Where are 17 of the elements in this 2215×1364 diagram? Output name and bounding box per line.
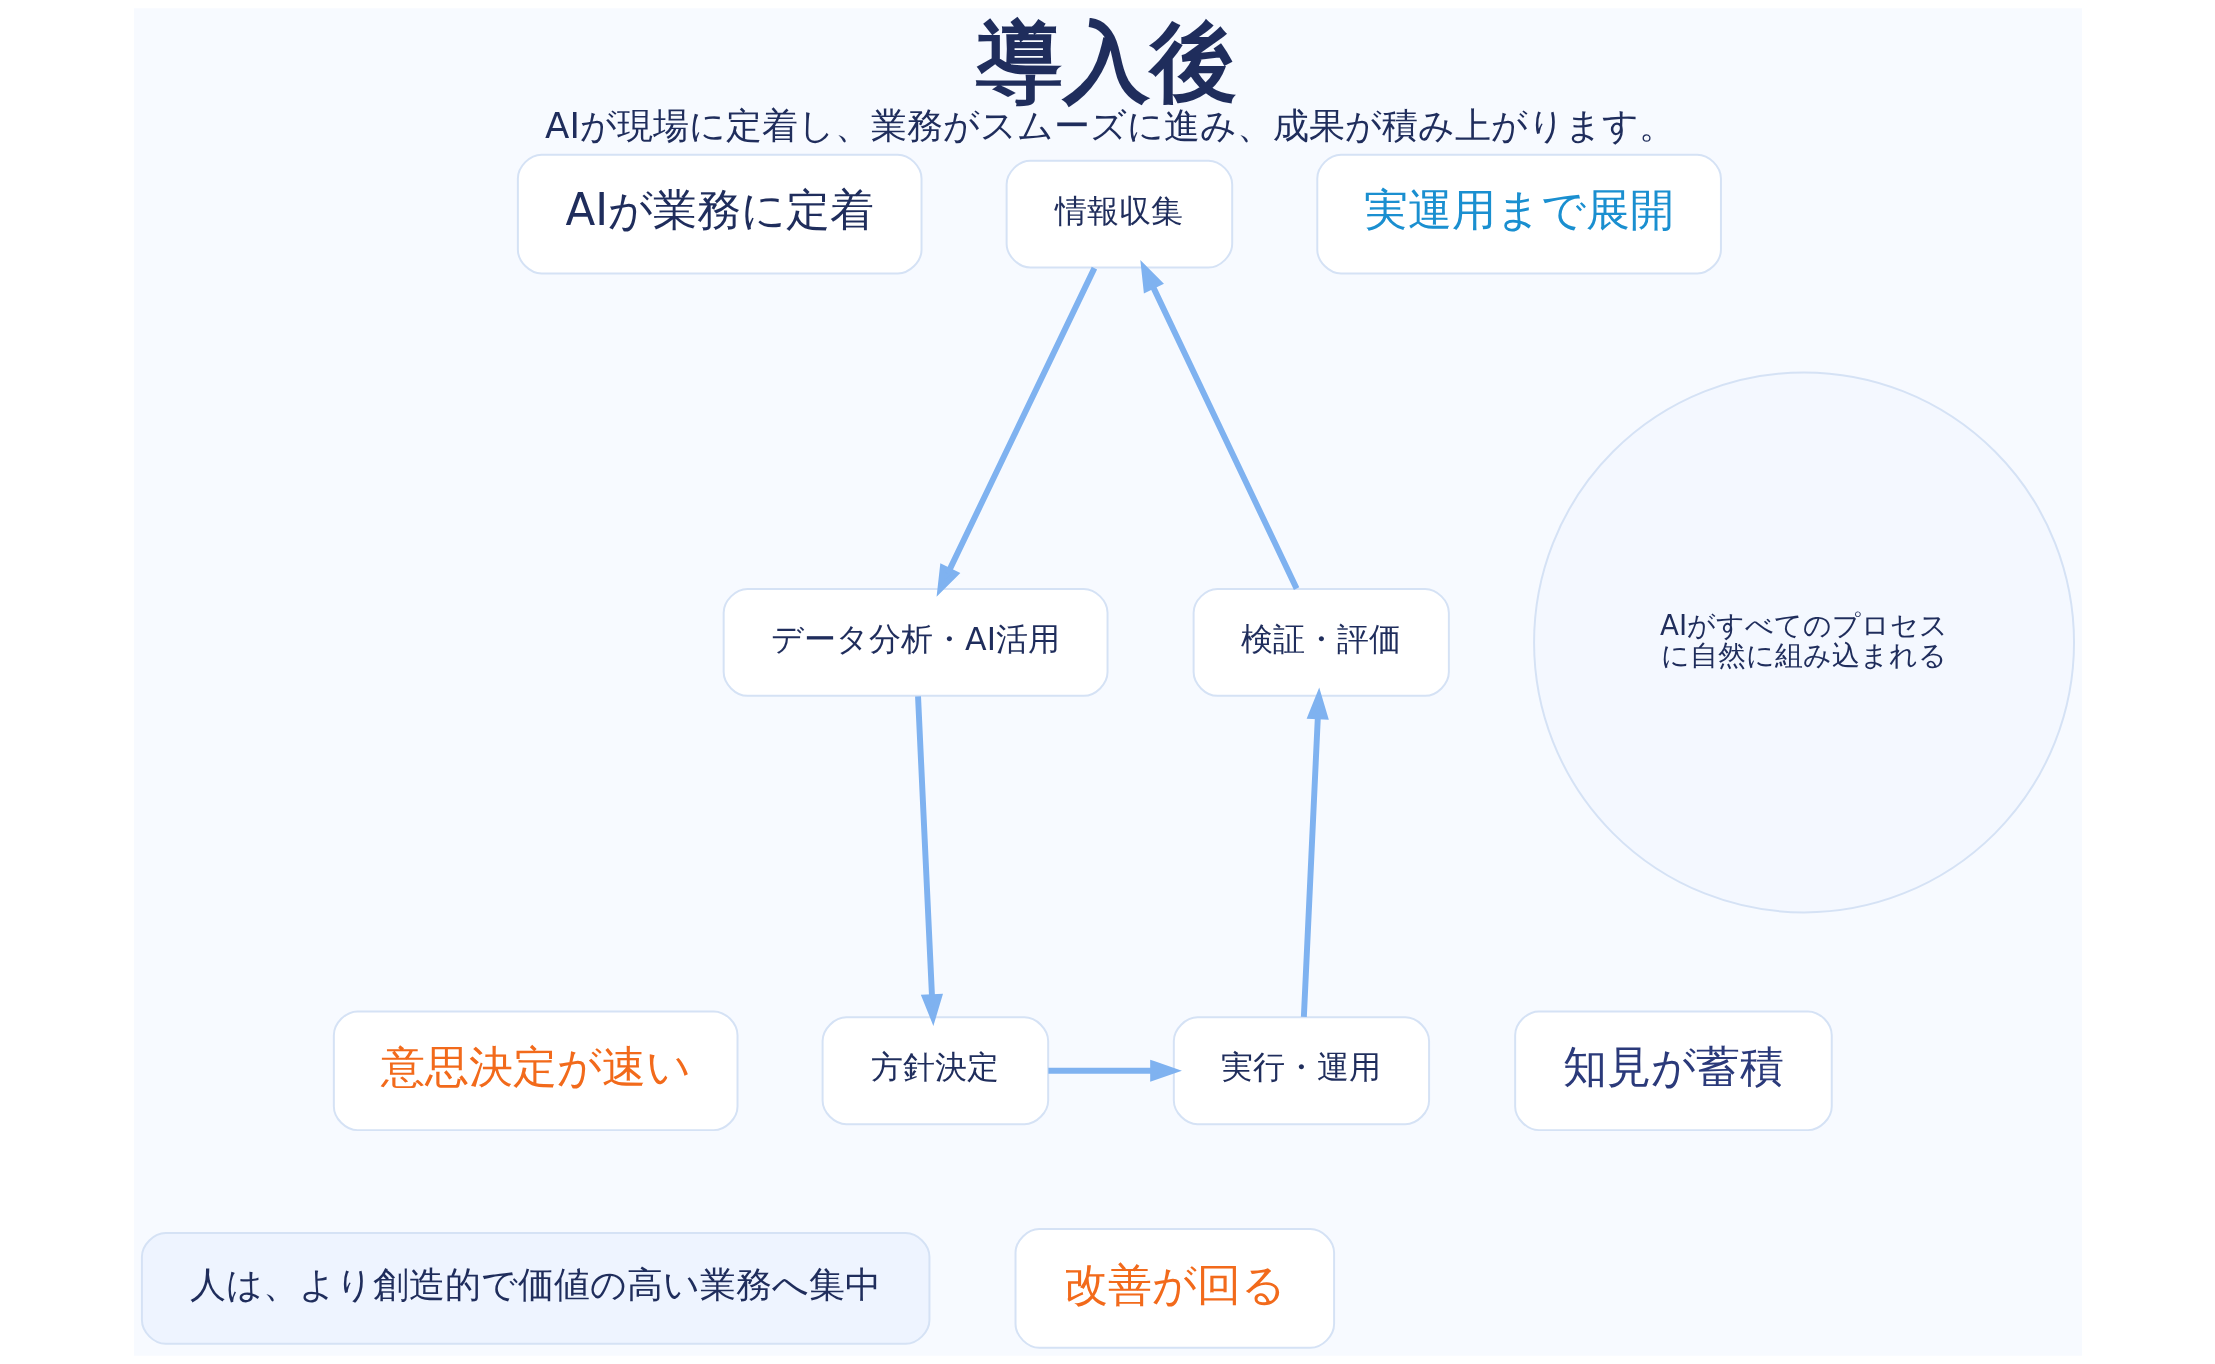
node-box: 検証・評価 xyxy=(1192,588,1450,697)
arrow xyxy=(914,696,943,1026)
node-box: 改善が回る xyxy=(1014,1228,1335,1349)
node-box: 情報収集 xyxy=(1005,159,1233,269)
node-box: AIが業務に定着 xyxy=(516,153,922,275)
node-box: データ分析・AI活用 xyxy=(722,588,1109,697)
arrow xyxy=(1139,260,1299,590)
arrow xyxy=(1047,1059,1182,1082)
node-circle: AIがすべてのプロセスに自然に組み込まれる xyxy=(1532,371,2075,914)
node-box: 実運用まで展開 xyxy=(1315,153,1722,275)
node-box: 知見が蓄積 xyxy=(1513,1010,1833,1132)
node-box: 人は、より創造的で価値の高い業務へ集中 xyxy=(140,1232,930,1345)
arrow xyxy=(936,266,1097,597)
node-box: 方針決定 xyxy=(821,1016,1049,1126)
node-box: 実行・運用 xyxy=(1172,1016,1430,1126)
node-box: 意思決定が速い xyxy=(332,1010,738,1132)
arrow xyxy=(1300,687,1329,1018)
